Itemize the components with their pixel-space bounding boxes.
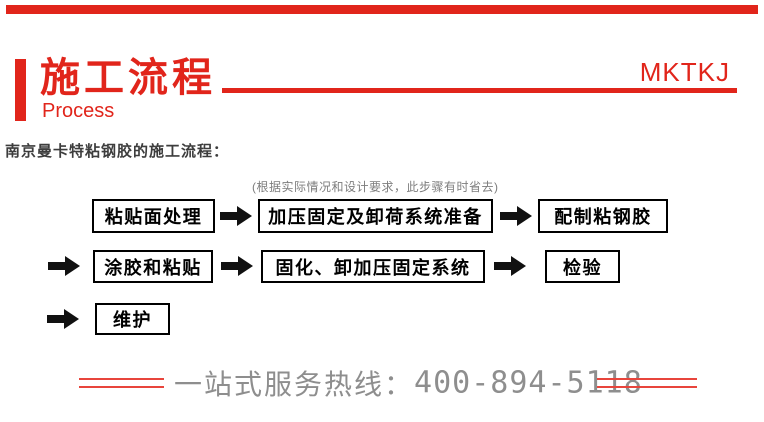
flow-step-box-1: 粘贴面处理 xyxy=(92,199,215,233)
flow-step-box-6: 检验 xyxy=(545,250,620,283)
hotline-label: 一站式服务热线： xyxy=(174,369,415,400)
brand-logo-text: MKTKJ xyxy=(639,57,730,87)
top-accent-bar xyxy=(6,5,758,14)
flow-note: (根据实际情况和设计要求，此步骤有时省去) xyxy=(252,180,499,194)
title-accent-bar xyxy=(15,59,26,121)
arrow-right-icon xyxy=(500,206,532,226)
page-title: 施工流程 xyxy=(40,56,216,100)
intro-text: 南京曼卡特粘钢胶的施工流程： xyxy=(5,143,230,160)
flow-step-box-3: 配制粘钢胶 xyxy=(538,199,668,233)
hotline-decoration-right xyxy=(597,378,697,388)
hotline: 一站式服务热线：400-894-5118 xyxy=(174,363,643,403)
flow-step-box-2: 加压固定及卸荷系统准备 xyxy=(258,199,493,233)
flow-step-box-5: 固化、卸加压固定系统 xyxy=(261,250,485,283)
hotline-decoration-left xyxy=(79,378,164,388)
header-divider-line xyxy=(222,88,737,93)
flow-step-box-4: 涂胶和粘贴 xyxy=(93,250,213,283)
arrow-right-icon xyxy=(220,206,252,226)
page-subtitle: Process xyxy=(42,100,115,122)
hotline-number: 400-894-5118 xyxy=(414,365,643,401)
arrow-right-icon xyxy=(47,309,79,329)
arrow-right-icon xyxy=(494,256,526,276)
arrow-right-icon xyxy=(48,256,80,276)
arrow-right-icon xyxy=(221,256,253,276)
flow-step-box-7: 维护 xyxy=(95,303,170,335)
